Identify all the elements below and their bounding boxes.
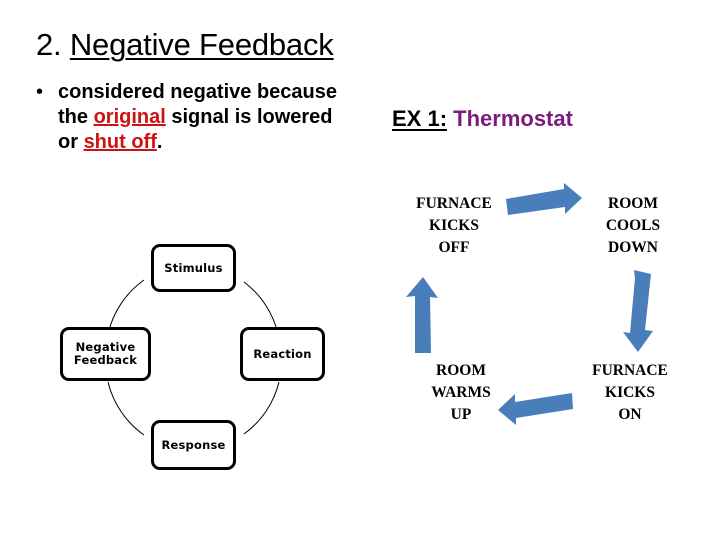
arrow-bottom-left-icon [498,393,573,425]
bullet-text: considered negative because the original… [58,80,343,155]
arc-response-to-negfeedback [107,381,145,436]
title-number: 2. [36,27,70,62]
cycle-node-stimulus-label: Stimulus [164,260,223,275]
bullet-block: • considered negative because the origin… [32,80,352,155]
example-heading: EX 1: Thermostat [392,106,573,132]
bullet-row: • considered negative because the origin… [32,80,352,155]
negative-feedback-cycle-diagram: Stimulus Reaction Response Negative Feed… [48,236,338,481]
arrow-right-down-icon [623,270,653,352]
cycle-node-reaction: Reaction [240,327,325,381]
cycle-node-response: Response [151,420,236,470]
thermostat-stage-furnace-kicks-on: FURNACE KICKS ON [592,362,668,423]
example-value: Thermostat [447,106,573,131]
thermostat-arrow-group [406,183,653,425]
thermostat-stage-room-cools-down: ROOM COOLS DOWN [605,195,661,256]
cycle-node-negative-feedback: Negative Feedback [60,327,151,381]
bullet-text-part2: signal is lowered or [58,106,333,153]
arrow-top-right-icon [506,183,582,215]
arc-reaction-to-response [243,381,280,435]
title-underlined-text: Negative Feedback [69,27,334,62]
thermostat-stage-room-warms-up: ROOM WARMS UP [431,362,491,423]
page-title: 2. Negative Feedback [36,27,334,63]
arc-negfeedback-to-stimulus [107,279,145,335]
thermostat-stage-furnace-kicks-off: FURNACE KICKS OFF [416,195,492,256]
bullet-text-part3: . [156,131,163,153]
example-label: EX 1: [392,106,448,131]
bullet-marker-icon: • [36,81,44,103]
cycle-node-reaction-label: Reaction [253,346,312,361]
arrow-left-up-icon [406,277,438,353]
bullet-highlight-original: original [93,106,166,128]
cycle-node-response-label: Response [161,437,226,452]
bullet-text-part1: considered negative because the [58,81,338,128]
cycle-node-negative-feedback-label: Negative Feedback [73,340,138,367]
cycle-node-stimulus: Stimulus [151,244,236,292]
bullet-highlight-shut-off: shut off [83,131,157,153]
thermostat-cycle-diagram: FURNACE KICKS OFF ROOM COOLS DOWN FURNAC… [392,182,692,447]
